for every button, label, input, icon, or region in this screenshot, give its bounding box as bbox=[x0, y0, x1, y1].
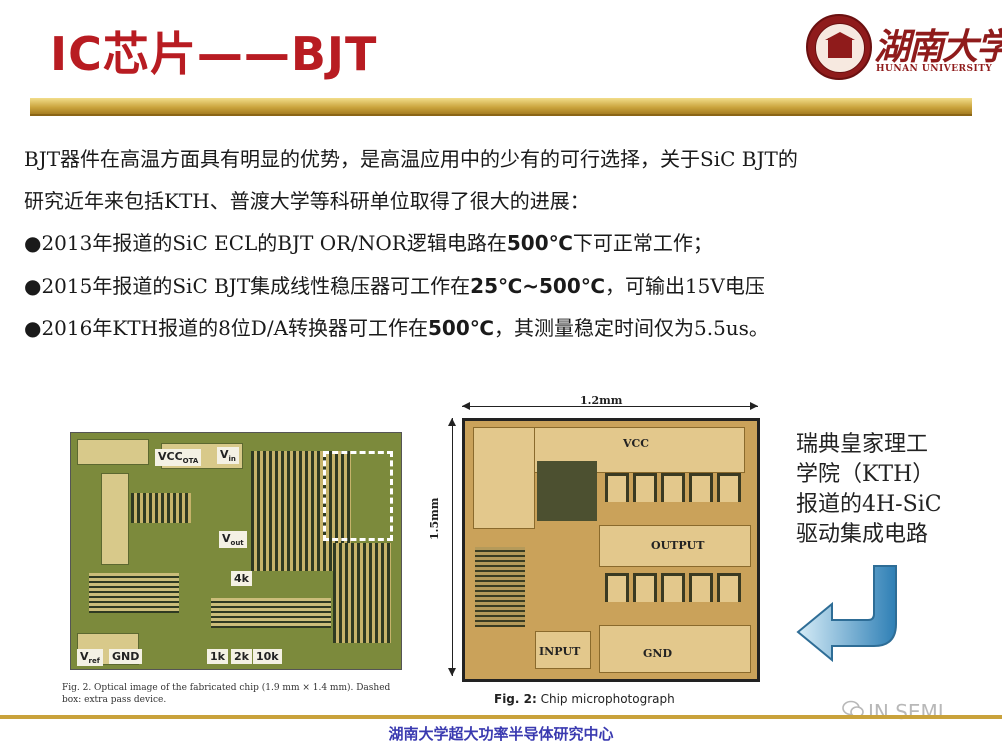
chip-resistor-array bbox=[89, 573, 179, 613]
chip-resistor bbox=[661, 473, 685, 502]
chip2-label-gnd: GND bbox=[643, 647, 672, 660]
figure2-caption: Fig. 2: Chip microphotograph bbox=[494, 692, 675, 706]
input-pad bbox=[535, 631, 591, 669]
chip1-label-vref: Vref bbox=[77, 649, 103, 667]
output-pad bbox=[599, 525, 751, 567]
curved-arrow-icon bbox=[796, 565, 897, 662]
chip-transistor-array bbox=[333, 543, 391, 643]
watermark-text: IN SEMI bbox=[868, 700, 944, 724]
intro-line-1: BJT器件在高温方面具有明显的优势，是高温应用中的少有的可行选择，关于SiC B… bbox=[24, 147, 798, 171]
chip-pad bbox=[77, 439, 149, 465]
chip-pad bbox=[473, 427, 535, 529]
chip-resistor bbox=[633, 473, 657, 502]
side-note-line: 报道的4H-SiC bbox=[796, 492, 942, 517]
chip-resistor bbox=[717, 573, 741, 602]
chip-transistor-block bbox=[537, 461, 597, 521]
footer-text: 湖南大学超大功率半导体研究中心 bbox=[388, 725, 614, 743]
title-divider bbox=[30, 98, 972, 116]
side-note-line: 瑞典皇家理工 bbox=[796, 432, 929, 457]
chip1-label-10k: 10k bbox=[253, 649, 282, 664]
chip-pad bbox=[101, 473, 129, 565]
figure1-caption: Fig. 2. Optical image of the fabricated … bbox=[62, 683, 391, 705]
chip1-label-vin: Vin bbox=[217, 447, 239, 465]
chip1-label-vout: Vout bbox=[219, 531, 247, 549]
chip-resistor-array bbox=[211, 598, 331, 628]
chip-resistor bbox=[605, 473, 629, 502]
chip-photo-figure1: VCCOTA Vin Vout 4k Vref GND 1k 2k 10k bbox=[70, 432, 402, 670]
bullet-item: ●2016年KTH报道的8位D/A转换器可工作在500℃，其测量稳定时间仅为5.… bbox=[24, 316, 769, 340]
chip-resistor bbox=[633, 573, 657, 602]
chip1-label-1k: 1k bbox=[207, 649, 228, 664]
chip1-label-4k: 4k bbox=[231, 571, 252, 586]
bullet-item: ●2015年报道的SiC BJT集成线性稳压器可工作在25℃~500℃，可输出1… bbox=[24, 274, 765, 298]
chip-resistor bbox=[689, 573, 713, 602]
chip-resistor bbox=[689, 473, 713, 502]
chip1-label-vcc: VCCOTA bbox=[155, 449, 202, 467]
bullet-dot: ● bbox=[24, 316, 42, 340]
slide-title: IC芯片——BJT bbox=[50, 27, 378, 81]
width-dimension-arrow bbox=[462, 402, 758, 410]
chip-resistor bbox=[605, 573, 629, 602]
gnd-rail bbox=[599, 625, 751, 673]
chip2-label-output: OUTPUT bbox=[651, 539, 705, 552]
bullet-item: ●2013年报道的SiC ECL的BJT OR/NOR逻辑电路在500℃下可正常… bbox=[24, 231, 713, 255]
chip1-label-2k: 2k bbox=[231, 649, 252, 664]
chip1-label-gnd: GND bbox=[109, 649, 143, 664]
chip-resistor-array bbox=[475, 547, 525, 627]
bullet-highlight: 500℃ bbox=[506, 231, 573, 255]
chip-resistor bbox=[661, 573, 685, 602]
width-dimension-label: 1.2mm bbox=[580, 394, 623, 407]
university-seal-icon bbox=[806, 14, 872, 80]
logo-name-cn: 湖南大学 bbox=[874, 26, 1002, 68]
footer-divider bbox=[0, 715, 1002, 719]
bullet-dot: ● bbox=[24, 274, 42, 298]
chip2-label-input: INPUT bbox=[539, 645, 581, 658]
university-logo: 湖南大学 HUNAN UNIVERSITY bbox=[806, 14, 1002, 80]
chip2-label-vcc: VCC bbox=[623, 437, 650, 450]
bullet-highlight: 25℃~500℃ bbox=[470, 274, 605, 298]
chip-resistor bbox=[717, 473, 741, 502]
bullet-dot: ● bbox=[24, 231, 42, 255]
bullet-highlight: 500℃ bbox=[428, 316, 494, 340]
extra-pass-device-box bbox=[323, 451, 393, 541]
chip-microphotograph-figure2: VCC OUTPUT INPUT GND bbox=[462, 418, 760, 682]
height-dimension-arrow bbox=[448, 418, 456, 676]
side-note-line: 驱动集成电路 bbox=[796, 522, 929, 547]
logo-name-en: HUNAN UNIVERSITY bbox=[876, 64, 993, 74]
side-note-line: 学院（KTH） bbox=[796, 462, 935, 487]
wechat-icon bbox=[842, 700, 864, 718]
height-dimension-label: 1.5mm bbox=[428, 497, 441, 540]
intro-line-2: 研究近年来包括KTH、普渡大学等科研单位取得了很大的进展： bbox=[24, 189, 590, 213]
chip-transistor-array bbox=[131, 493, 191, 523]
side-note: 瑞典皇家理工 学院（KTH） 报道的4H-SiC 驱动集成电路 bbox=[796, 430, 986, 550]
